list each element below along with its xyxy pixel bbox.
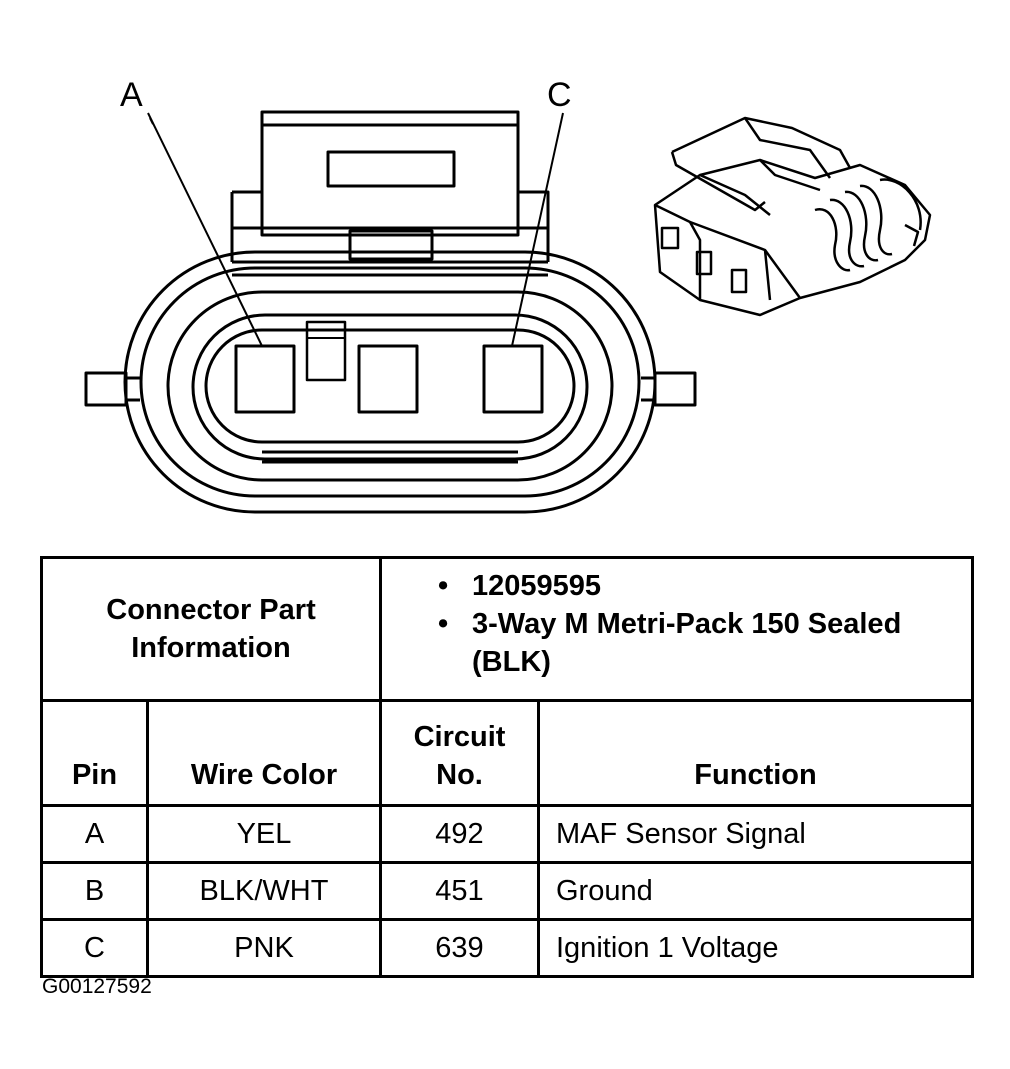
header-function: Function <box>536 699 975 807</box>
wire-color-cell: YEL <box>146 804 382 864</box>
polarity-key <box>305 320 347 382</box>
pin-cell: A <box>40 804 149 864</box>
leader-line-c <box>511 112 564 347</box>
header-pin: Pin <box>40 699 149 807</box>
callout-c: C <box>547 76 572 114</box>
figure-id: G00127592 <box>42 975 152 998</box>
connector-pinout-table: Connector Part Information 12059595 3-Wa… <box>40 556 975 978</box>
connector-latch-housing <box>230 110 550 277</box>
pin-cell: B <box>40 861 149 921</box>
connector-part-info-values: 12059595 3-Way M Metri-Pack 150 Sealed (… <box>378 556 975 702</box>
circuit-cell: 492 <box>379 804 540 864</box>
part-number: 12059595 <box>438 567 971 605</box>
circuit-cell: 451 <box>379 861 540 921</box>
wire-color-cell: BLK/WHT <box>146 861 382 921</box>
function-cell: Ignition 1 Voltage <box>536 918 975 978</box>
pin-cell: C <box>40 918 149 978</box>
connector-diagram: A C <box>84 76 932 514</box>
table-row: B BLK/WHT 451 Ground <box>40 861 975 921</box>
leader-line-a <box>147 112 263 347</box>
left-tab <box>84 371 128 407</box>
function-cell: MAF Sensor Signal <box>536 804 975 864</box>
table-row: C PNK 639 Ignition 1 Voltage <box>40 918 975 978</box>
function-cell: Ground <box>536 861 975 921</box>
terminal-b <box>357 344 419 414</box>
circuit-cell: 639 <box>379 918 540 978</box>
right-tab <box>653 371 697 407</box>
connector-outer-shell <box>123 250 657 514</box>
connector-description: 3-Way M Metri-Pack 150 Sealed (BLK) <box>438 605 971 681</box>
table-row: A YEL 492 MAF Sensor Signal <box>40 804 975 864</box>
terminal-a <box>234 344 296 414</box>
terminal-c <box>482 344 544 414</box>
connector-3d-illustration <box>653 116 932 317</box>
callout-a: A <box>120 76 143 114</box>
header-wire-color: Wire Color <box>146 699 382 807</box>
header-circuit-no: Circuit No. <box>379 699 540 807</box>
wire-color-cell: PNK <box>146 918 382 978</box>
connector-part-info-label: Connector Part Information <box>40 556 382 702</box>
